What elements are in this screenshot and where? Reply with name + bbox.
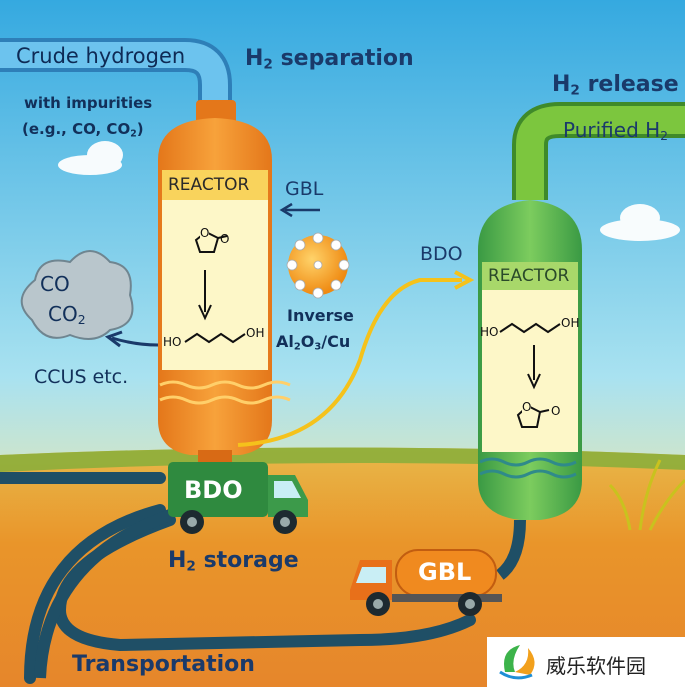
purified-h2-label: Purified H2: [563, 118, 669, 144]
reactor-left: [158, 100, 291, 470]
gbl-input-label: GBL: [285, 178, 324, 200]
impurity-example-label: (e.g., CO, CO2): [22, 120, 144, 140]
catalyst-label: Al2O3/Cu: [276, 332, 351, 353]
gbl-right-carbonyl-o: O: [551, 404, 561, 418]
bdo-output-label: BDO: [420, 243, 463, 265]
h2-release-label: H2 release: [552, 72, 679, 99]
truck-gbl-label: GBL: [418, 558, 472, 586]
cloud-co-label: CO: [40, 272, 70, 296]
bdo-truck-icon: [168, 462, 308, 534]
reactor-right: [478, 200, 582, 520]
bdo-molecule-left: [184, 332, 246, 344]
watermark-text: 威乐软件园: [546, 654, 646, 678]
bdo-right-ho: HO: [480, 325, 499, 339]
reactor-left-window: [162, 170, 268, 370]
crude-hydrogen-pipe: [0, 42, 228, 130]
gbl-truck-icon: [350, 549, 502, 616]
grass-decor: [608, 459, 685, 531]
catalyst-ball-icon: [286, 232, 350, 299]
purified-h2-pipe: [516, 106, 685, 200]
reactor-left-label: REACTOR: [168, 175, 250, 195]
h2-storage-label: H2 storage: [168, 548, 299, 575]
ccus-arrow: [111, 336, 159, 347]
crude-hydrogen-label: Crude hydrogen: [16, 44, 186, 68]
gbl-left-ring-o: O: [200, 226, 210, 240]
reactor-right-label: REACTOR: [488, 266, 570, 286]
reactor-right-window: [482, 262, 578, 452]
cloud-co2-label: CO2: [48, 302, 86, 328]
cloud-decor: [58, 141, 680, 241]
truck-bdo-label: BDO: [184, 476, 243, 504]
gbl-left-carbonyl-o: O: [220, 232, 230, 246]
with-impurities-label: with impurities: [24, 94, 153, 112]
transportation-label: Transportation: [72, 652, 255, 677]
bdo-left-ho: HO: [163, 335, 182, 349]
bdo-right-oh: OH: [561, 316, 580, 330]
inverse-label: Inverse: [287, 306, 354, 325]
ccus-label: CCUS etc.: [34, 366, 129, 388]
h2-separation-label: H2 separation: [245, 46, 414, 73]
co-cloud-icon: [20, 250, 134, 340]
bdo-left-oh: OH: [246, 326, 265, 340]
bdo-molecule-right: [499, 322, 561, 334]
gbl-right-ring-o: O: [522, 400, 532, 414]
watermark-logo-icon: [499, 645, 535, 680]
bdo-transfer-arrow: [237, 278, 462, 447]
